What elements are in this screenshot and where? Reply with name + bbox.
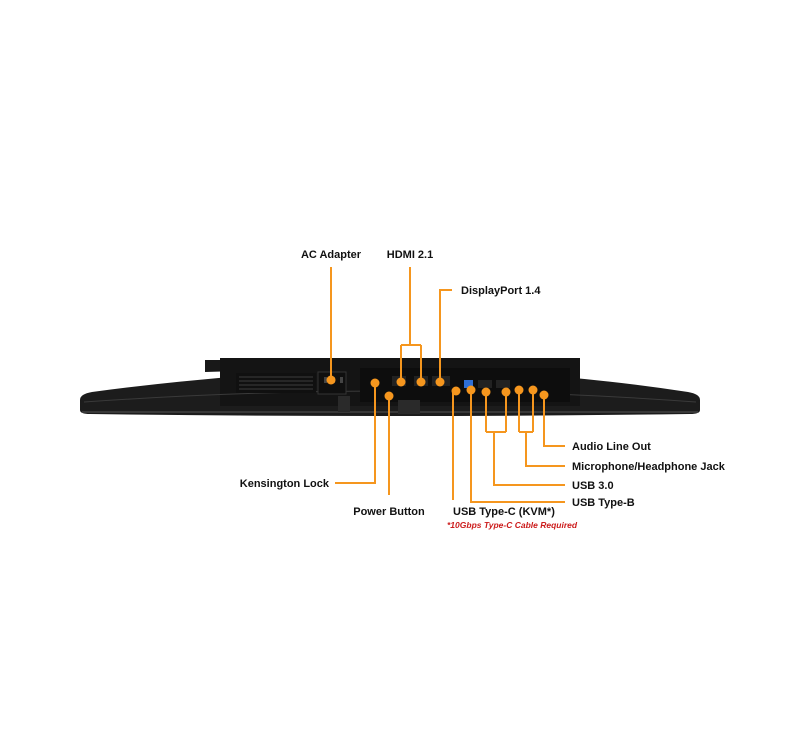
- label-kensington: Kensington Lock: [240, 478, 330, 490]
- dot-hdmi-1: [396, 377, 406, 387]
- dot-usb-c: [451, 386, 461, 396]
- dot-usb3-2: [501, 387, 511, 397]
- label-audio-out: Audio Line Out: [572, 441, 651, 453]
- dot-kensington: [370, 378, 380, 388]
- dot-usb3-1: [481, 387, 491, 397]
- dot-ac-adapter: [326, 375, 336, 385]
- label-ac-adapter: AC Adapter: [301, 249, 362, 261]
- dot-mic-1: [514, 385, 524, 395]
- label-mic-jack: Microphone/Headphone Jack: [572, 461, 726, 473]
- label-usb-c: USB Type-C (KVM*): [453, 506, 555, 518]
- dot-displayport: [435, 377, 445, 387]
- dot-usb-b: [466, 385, 476, 395]
- label-power: Power Button: [353, 506, 425, 518]
- label-usb-c-note: *10Gbps Type-C Cable Required: [447, 520, 578, 530]
- callout-dots: [326, 375, 549, 401]
- dot-audio-out: [539, 390, 549, 400]
- label-hdmi: HDMI 2.1: [387, 249, 433, 261]
- vent-grille: [236, 373, 316, 393]
- usb3-blue-port: [464, 380, 473, 388]
- callout-lines: [330, 267, 565, 503]
- label-displayport: DisplayPort 1.4: [461, 285, 541, 297]
- dot-mic-2: [528, 385, 538, 395]
- dot-power: [384, 391, 394, 401]
- label-usb-b: USB Type-B: [572, 497, 635, 509]
- dot-hdmi-2: [416, 377, 426, 387]
- label-usb3: USB 3.0: [572, 480, 614, 492]
